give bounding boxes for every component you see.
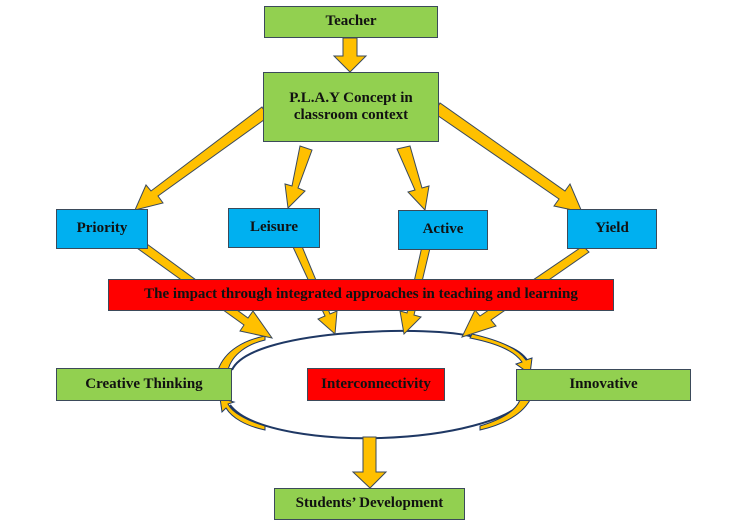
node-active: Active — [398, 210, 488, 250]
cycle-arrow-to-innovative — [469, 333, 533, 375]
arrow-play-to-priority — [134, 106, 269, 211]
arrow-play-to-yield — [433, 102, 583, 213]
node-teacher-label: Teacher — [325, 13, 377, 30]
node-leisure-label: Leisure — [249, 219, 299, 236]
cycle-top-arc — [231, 329, 531, 371]
node-priority-label: Priority — [76, 220, 128, 237]
cycle-arrow-to-creative — [219, 397, 266, 431]
arrow-teacher-to-play — [332, 37, 368, 73]
node-students-development: Students’ Development — [274, 488, 465, 520]
node-yield-label: Yield — [595, 220, 629, 237]
node-innovative-label: Innovative — [569, 376, 638, 393]
cycle-arrow-from-creative — [217, 335, 266, 371]
interconnectivity-cycle — [217, 329, 533, 440]
node-creative-thinking-label: Creative Thinking — [85, 375, 203, 392]
node-interconnectivity: Interconnectivity — [307, 368, 445, 401]
node-play-concept: P.L.A.Y Concept in classroom context — [263, 72, 439, 142]
node-play-concept-label: P.L.A.Y Concept in classroom context — [289, 89, 413, 123]
node-teacher: Teacher — [264, 6, 438, 38]
node-leisure: Leisure — [228, 208, 320, 248]
cycle-bottom-arc — [229, 399, 526, 440]
arrow-play-to-active — [396, 145, 430, 212]
node-yield: Yield — [567, 209, 657, 249]
cycle-arrow-from-innovative — [479, 399, 531, 431]
node-impact-label: The impact through integrated approaches… — [144, 286, 578, 303]
node-interconnectivity-label: Interconnectivity — [321, 375, 431, 392]
arrow-cycle-to-students — [351, 436, 388, 489]
arrow-play-to-leisure — [284, 145, 313, 210]
node-innovative: Innovative — [516, 369, 691, 401]
node-creative-thinking: Creative Thinking — [56, 368, 232, 401]
node-students-development-label: Students’ Development — [295, 495, 444, 512]
node-active-label: Active — [422, 221, 464, 238]
node-priority: Priority — [56, 209, 148, 249]
node-impact: The impact through integrated approaches… — [108, 279, 614, 311]
